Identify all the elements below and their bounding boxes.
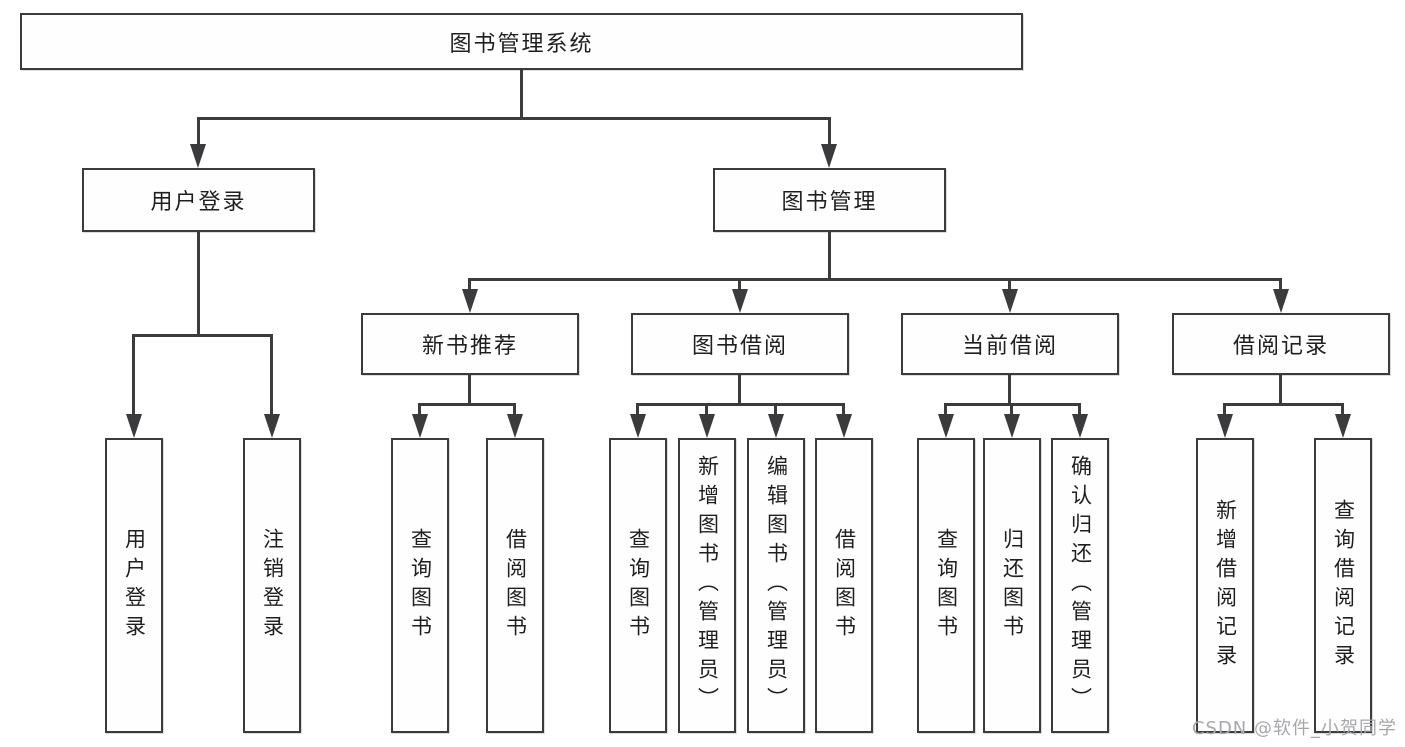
arrow-down-icon (190, 144, 206, 168)
connector-shaft (738, 278, 741, 292)
connector-shaft (944, 403, 947, 416)
connector-rail (636, 403, 845, 406)
node-label: 归还图书 (1000, 527, 1025, 644)
node-label: 用户登录 (150, 190, 247, 215)
node-new-book-recommend: 新书推荐 (361, 313, 579, 375)
leaf-current-query-books: 查询图书 (917, 438, 975, 733)
connector-stub (468, 375, 471, 406)
node-label: 借阅图书 (503, 527, 528, 644)
connector-login-rail (132, 334, 273, 337)
arrow-down-icon (462, 289, 478, 313)
node-borrowing-records: 借阅记录 (1172, 313, 1390, 375)
connector-shaft (132, 334, 135, 416)
connector-login-stub (197, 232, 200, 336)
node-label: 新增借阅记录 (1213, 498, 1238, 673)
leaf-borrowing-borrow-books: 借阅图书 (815, 438, 873, 733)
connector-root-stub (520, 70, 523, 119)
arrow-down-icon (264, 414, 280, 438)
node-label: 借阅记录 (1232, 334, 1329, 359)
connector-shaft (418, 403, 421, 416)
connector-shaft (197, 117, 200, 146)
node-user-login: 用户登录 (82, 168, 315, 232)
connector-rail (1223, 403, 1344, 406)
arrow-down-icon (732, 289, 748, 313)
arrow-down-icon (630, 414, 646, 438)
node-book-borrowing: 图书借阅 (631, 313, 849, 375)
leaf-recommend-query-books: 查询图书 (391, 438, 449, 733)
leaf-logout: 注销登录 (243, 438, 301, 733)
connector-shaft (1279, 278, 1282, 292)
node-label: 查询图书 (408, 527, 433, 644)
arrow-down-icon (768, 414, 784, 438)
arrow-down-icon (1335, 414, 1351, 438)
node-label: 借阅图书 (832, 527, 857, 644)
arrow-down-icon (126, 414, 142, 438)
leaf-borrowing-edit-books-admin: 编辑图书（管理员） (747, 438, 805, 733)
connector-shaft (828, 117, 831, 146)
connector-stub (1279, 375, 1282, 406)
arrow-down-icon (412, 414, 428, 438)
leaf-current-return-books: 归还图书 (983, 438, 1041, 733)
connector-shaft (1223, 403, 1226, 416)
node-label: 查询借阅记录 (1331, 498, 1356, 673)
leaf-add-borrow-record: 新增借阅记录 (1196, 438, 1254, 733)
node-label: 图书借阅 (691, 334, 788, 359)
connector-shaft (468, 278, 471, 292)
connector-mgmt-stub (828, 232, 831, 281)
node-label: 注销登录 (260, 527, 285, 644)
node-label: 查询图书 (934, 527, 959, 644)
connector-stub (738, 375, 741, 406)
node-label: 新书推荐 (421, 334, 518, 359)
connector-shaft (1078, 403, 1081, 416)
connector-shaft (705, 403, 708, 416)
arrow-down-icon (938, 414, 954, 438)
node-label: 图书管理 (781, 190, 878, 215)
node-label: 当前借阅 (961, 334, 1058, 359)
leaf-recommend-borrow-books: 借阅图书 (486, 438, 544, 733)
connector-shaft (636, 403, 639, 416)
node-root-library-system: 图书管理系统 (20, 13, 1023, 70)
arrow-down-icon (507, 414, 523, 438)
arrow-down-icon (1004, 414, 1020, 438)
arrow-down-icon (699, 414, 715, 438)
arrow-down-icon (1072, 414, 1088, 438)
arrow-down-icon (821, 144, 837, 168)
connector-shaft (774, 403, 777, 416)
connector-shaft (513, 403, 516, 416)
node-current-borrowing: 当前借阅 (901, 313, 1119, 375)
leaf-borrowing-add-books-admin: 新增图书（管理员） (678, 438, 736, 733)
connector-stub (1008, 375, 1011, 406)
connector-rail (418, 403, 516, 406)
arrow-down-icon (1273, 289, 1289, 313)
arrow-down-icon (836, 414, 852, 438)
connector-shaft (1010, 403, 1013, 416)
leaf-user-login: 用户登录 (105, 438, 163, 733)
node-label: 查询图书 (626, 527, 651, 644)
arrow-down-icon (1002, 289, 1018, 313)
node-label: 确认归还（管理员） (1068, 455, 1093, 716)
connector-shaft (1008, 278, 1011, 292)
node-label: 图书管理系统 (449, 31, 594, 57)
leaf-current-confirm-return-admin: 确认归还（管理员） (1051, 438, 1109, 733)
leaf-borrowing-query-books: 查询图书 (609, 438, 667, 733)
connector-mgmt-rail (468, 278, 1282, 281)
arrow-down-icon (1217, 414, 1233, 438)
node-label: 用户登录 (122, 527, 147, 644)
leaf-query-borrow-record: 查询借阅记录 (1314, 438, 1372, 733)
csdn-watermark: CSDN @软件_小贺同学 (1191, 718, 1397, 739)
node-label: 新增图书（管理员） (695, 455, 720, 716)
connector-root-rail (197, 117, 831, 120)
connector-shaft (842, 403, 845, 416)
connector-shaft (1341, 403, 1344, 416)
connector-shaft (270, 334, 273, 416)
node-book-management: 图书管理 (713, 168, 946, 232)
node-label: 编辑图书（管理员） (764, 455, 789, 716)
